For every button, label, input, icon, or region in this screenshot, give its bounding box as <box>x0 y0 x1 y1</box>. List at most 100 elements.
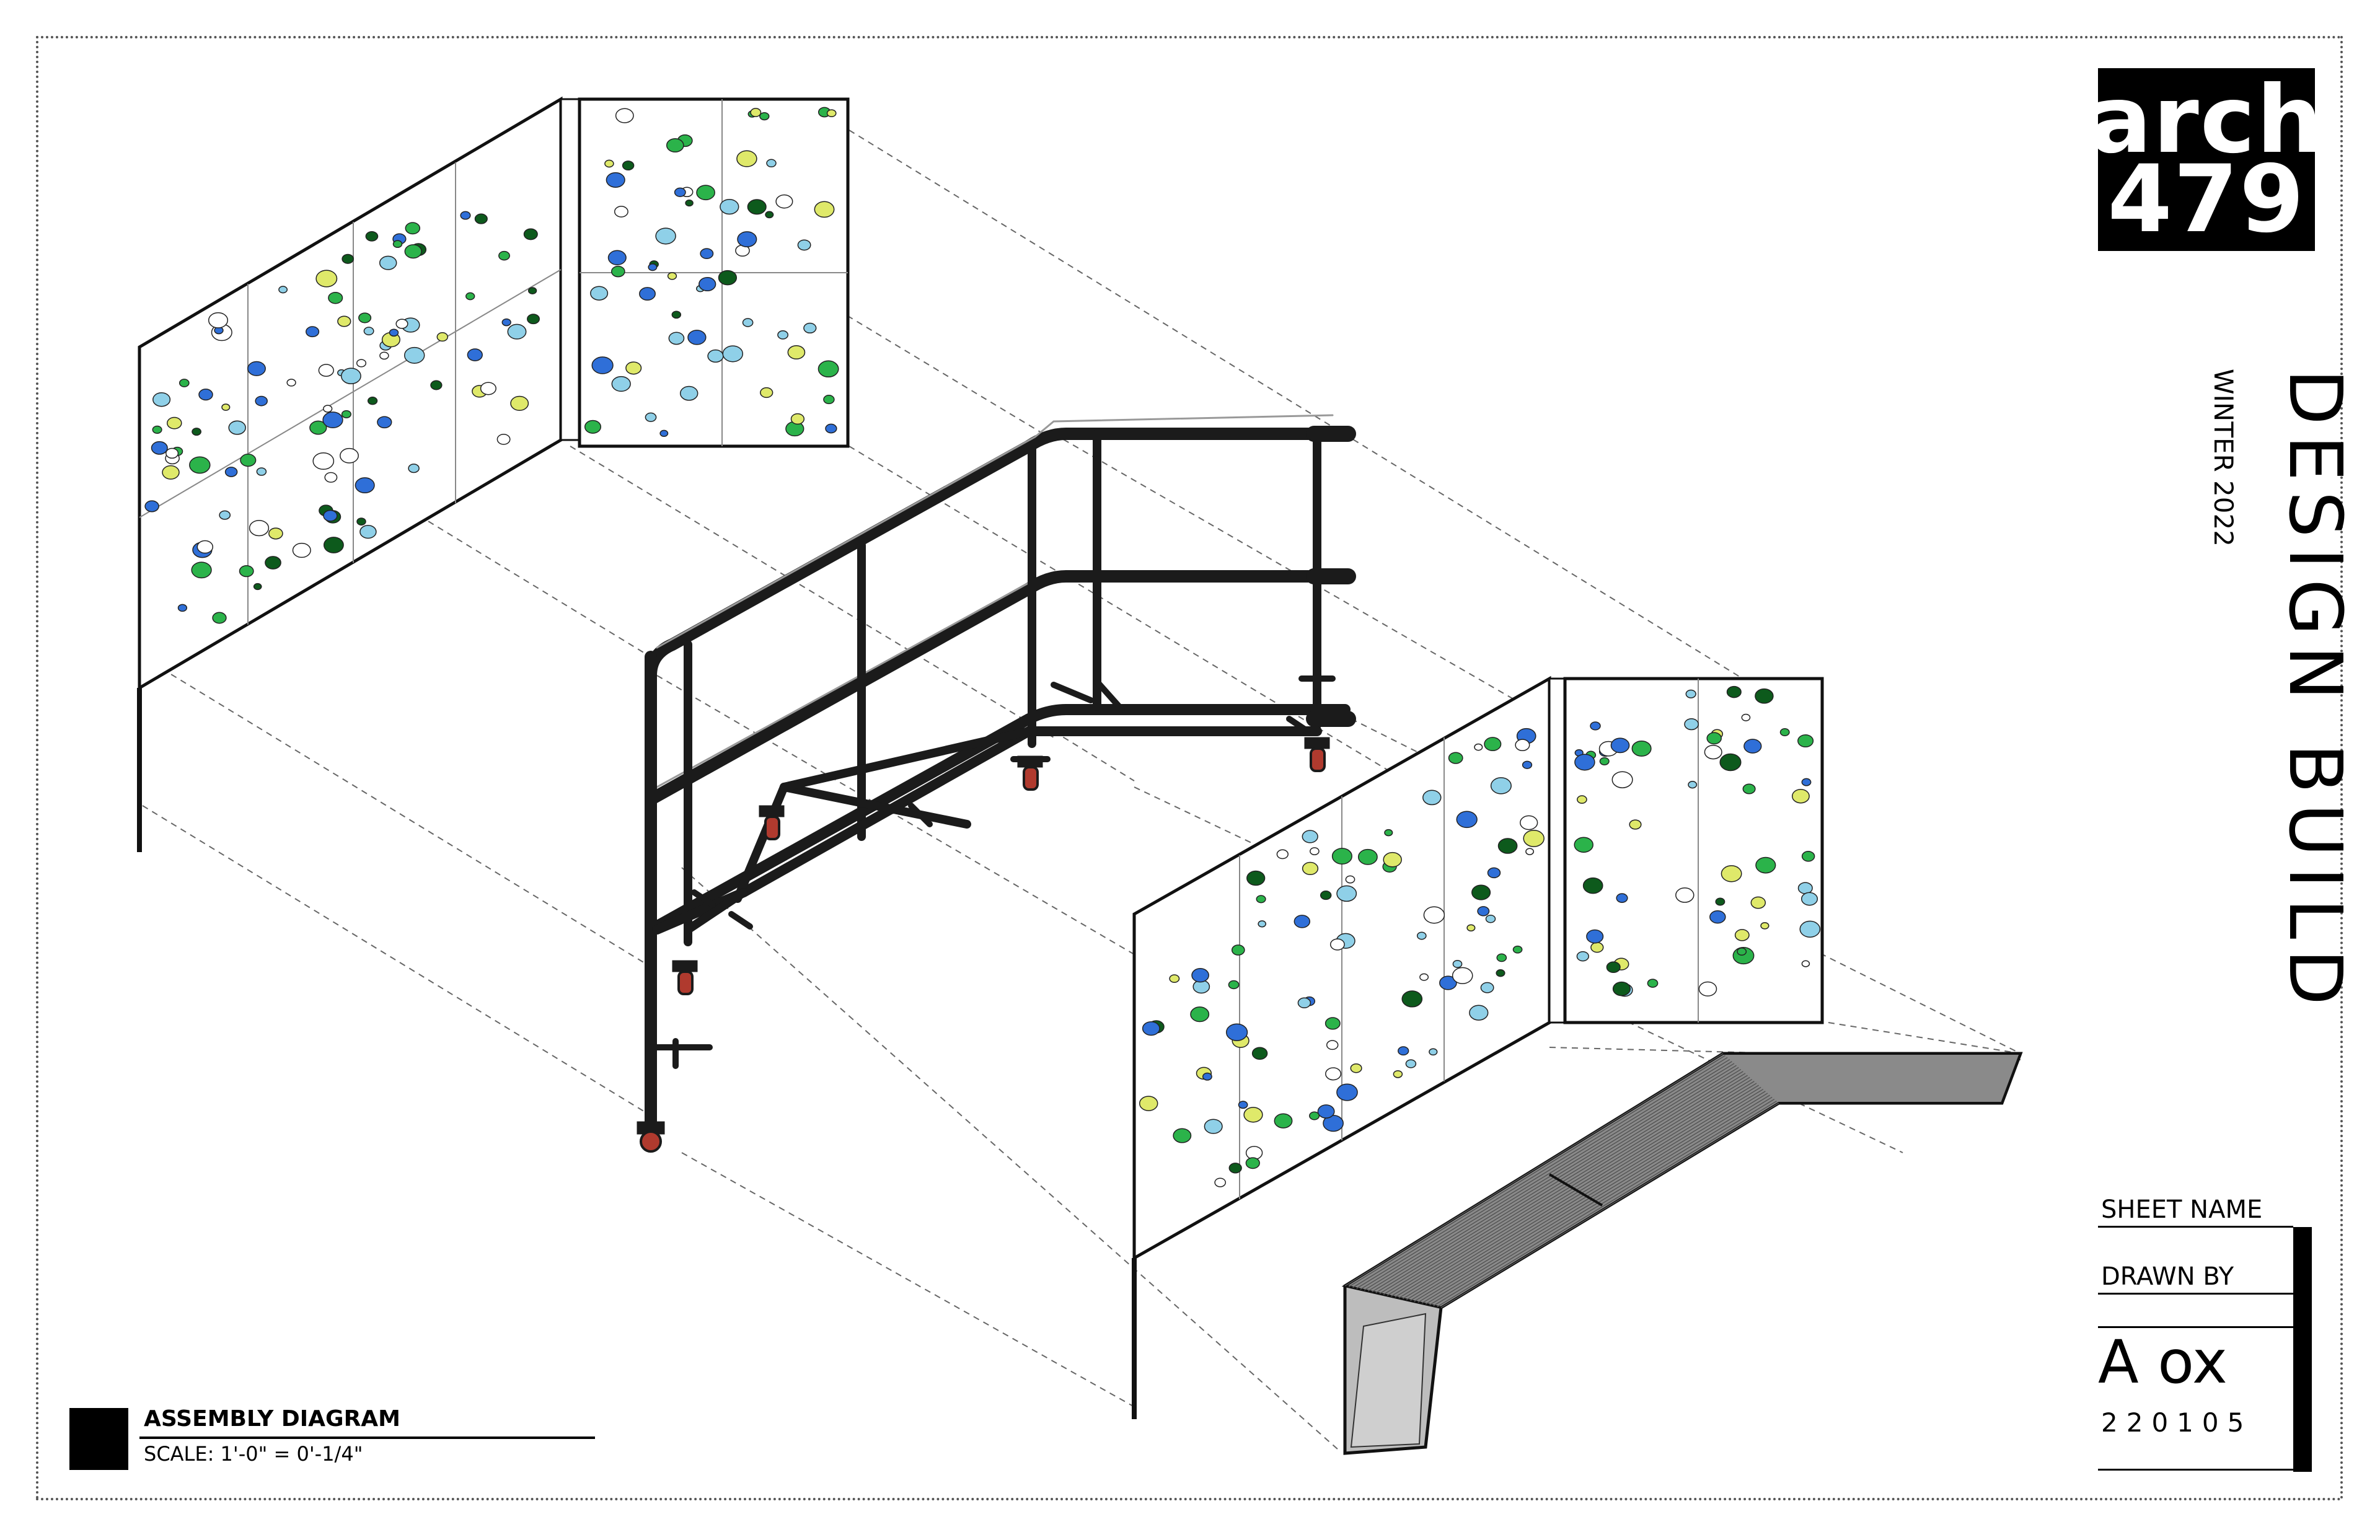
bench-texture-line <box>1440 1102 1779 1308</box>
climbing-hold <box>152 425 162 434</box>
climbing-hold <box>1743 739 1762 754</box>
climbing-hold <box>1709 910 1726 924</box>
climbing-hold <box>1755 856 1776 874</box>
climbing-hold <box>1419 973 1429 981</box>
climbing-hold <box>340 367 361 385</box>
climbing-hold <box>322 411 343 429</box>
climbing-hold <box>1256 895 1266 904</box>
climbing-hold <box>474 213 488 224</box>
climbing-hold <box>606 172 625 188</box>
climbing-hold <box>467 348 483 361</box>
climbing-hold <box>1496 953 1507 962</box>
climbing-hold <box>1331 848 1352 865</box>
climbing-hold <box>797 239 811 251</box>
climbing-hold <box>212 612 227 624</box>
climbing-hold <box>1204 1119 1223 1134</box>
climbing-hold <box>1487 867 1501 879</box>
climbing-hold <box>1228 980 1240 990</box>
climbing-hold <box>1512 945 1523 954</box>
climbing-hold <box>377 416 392 429</box>
climbing-hold <box>1719 753 1742 772</box>
climbing-hold <box>198 389 213 401</box>
climbing-hold <box>323 537 344 553</box>
climbing-hold <box>1246 870 1266 886</box>
logo-line-2: 479 <box>2107 145 2306 253</box>
climbing-hold <box>1302 861 1319 876</box>
bench-texture-line <box>1364 1063 1735 1291</box>
climbing-hold <box>363 327 374 336</box>
climbing-hold <box>1405 1059 1417 1068</box>
climbing-hold <box>1742 783 1756 794</box>
climbing-hold <box>1251 1047 1268 1060</box>
climbing-hold <box>1574 837 1593 853</box>
climbing-hold <box>480 382 496 395</box>
climbing-hold <box>268 527 283 540</box>
climbing-hold <box>430 380 443 390</box>
climbing-hold <box>358 312 372 323</box>
climbing-hold <box>1698 981 1717 997</box>
climbing-hold <box>787 345 806 360</box>
climbing-hold <box>1302 830 1318 843</box>
bench-texture-line <box>1367 1065 1737 1292</box>
bench-texture-line <box>1433 1098 1775 1306</box>
climbing-hold <box>1590 942 1604 953</box>
bench-texture-line <box>1352 1057 1728 1288</box>
climbing-hold <box>1480 982 1494 993</box>
climbing-hold <box>1329 938 1345 951</box>
climbing-hold <box>1398 1046 1409 1056</box>
climbing-hold <box>177 604 188 612</box>
climbing-hold <box>1466 924 1476 931</box>
climbing-hold <box>1423 906 1445 924</box>
climbing-hold <box>1202 1072 1212 1081</box>
climbing-hold <box>324 472 338 483</box>
climbing-hold <box>228 420 246 435</box>
climbing-hold <box>496 433 511 445</box>
climbing-hold <box>1393 1070 1403 1078</box>
climbing-hold <box>718 270 738 286</box>
climbing-hold <box>1274 1113 1293 1129</box>
climbing-hold <box>355 477 375 494</box>
climbing-hold <box>720 198 739 215</box>
bench-texture-line <box>1375 1068 1742 1293</box>
climbing-hold <box>342 253 355 264</box>
climbing-hold <box>249 519 270 537</box>
bench-texture-line <box>1344 1053 1724 1287</box>
climbing-hold <box>1741 713 1751 721</box>
climbing-hold <box>403 346 425 364</box>
drawing-title: ASSEMBLY DIAGRAM <box>144 1406 400 1432</box>
climbing-hold <box>1750 896 1766 909</box>
drawing-label-marker <box>69 1408 128 1470</box>
climbing-hold <box>1734 929 1750 941</box>
climbing-hold <box>292 542 311 558</box>
climbing-hold <box>1755 688 1774 704</box>
climbing-hold <box>760 387 774 398</box>
climbing-hold <box>1474 743 1483 751</box>
climbing-hold <box>666 138 684 153</box>
climbing-hold <box>1429 1048 1438 1056</box>
climbing-hold <box>825 423 837 434</box>
climbing-hold <box>1801 960 1810 967</box>
drawing-title-rule <box>139 1437 595 1439</box>
climbing-hold <box>501 318 511 327</box>
climbing-hold <box>1336 885 1357 902</box>
climbing-hold <box>151 441 168 455</box>
bench-texture-line <box>1410 1086 1761 1301</box>
climbing-hold <box>1484 737 1502 752</box>
climbing-hold <box>1582 877 1603 894</box>
climbing-hold <box>1448 752 1463 764</box>
climbing-hold <box>818 360 839 378</box>
climbing-hold <box>607 250 627 266</box>
climbing-hold <box>1231 944 1245 956</box>
climbing-hold <box>1647 979 1659 988</box>
climbing-hold <box>208 312 229 328</box>
climbing-hold <box>1616 893 1628 903</box>
climbing-hold <box>679 385 699 401</box>
left-climbing-wall <box>137 96 850 852</box>
climbing-hold <box>1214 1177 1227 1187</box>
climbing-hold <box>790 413 805 425</box>
climbing-hold <box>1228 1163 1242 1174</box>
climbing-hold <box>584 420 602 434</box>
climbing-hold <box>655 227 676 245</box>
climbing-hold <box>1276 849 1289 860</box>
climbing-hold <box>240 454 257 467</box>
